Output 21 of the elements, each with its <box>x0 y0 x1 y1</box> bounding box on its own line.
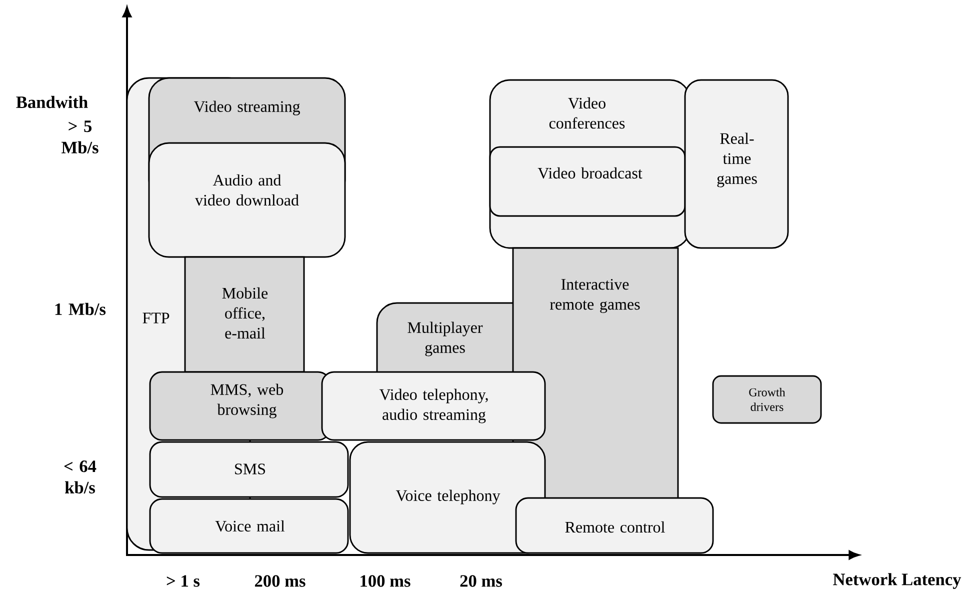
application-box: Mobile office, e-mail <box>184 256 305 373</box>
application-box: Remote control <box>515 497 714 554</box>
application-box: Interactive remote games <box>512 247 679 501</box>
application-box: Real-time games <box>684 79 789 249</box>
axis-label: 100 ms <box>360 575 410 587</box>
application-box: Voice telephony <box>349 441 546 554</box>
application-box: Voice mail <box>149 498 349 554</box>
application-box: Audio and video download <box>148 142 346 258</box>
legend-key: Growth drivers <box>712 375 822 424</box>
axis-label: Network Latency <box>833 573 962 589</box>
application-box: Video broadcast <box>489 146 686 217</box>
axis-label: < 64 kb/s <box>64 460 96 494</box>
application-box: Video telephony, audio streaming <box>321 371 546 441</box>
application-box: SMS <box>149 441 349 498</box>
axis-label: > 1 s <box>166 575 200 587</box>
axis-label: > 5 Mb/s <box>62 120 98 154</box>
axis-label: 20 ms <box>460 575 502 587</box>
axis-label: 1 Mb/s <box>55 302 106 316</box>
axis-label: 200 ms <box>254 575 306 587</box>
axis-label: Bandwith <box>16 96 88 108</box>
application-box: MMS, web browsing <box>149 371 331 441</box>
